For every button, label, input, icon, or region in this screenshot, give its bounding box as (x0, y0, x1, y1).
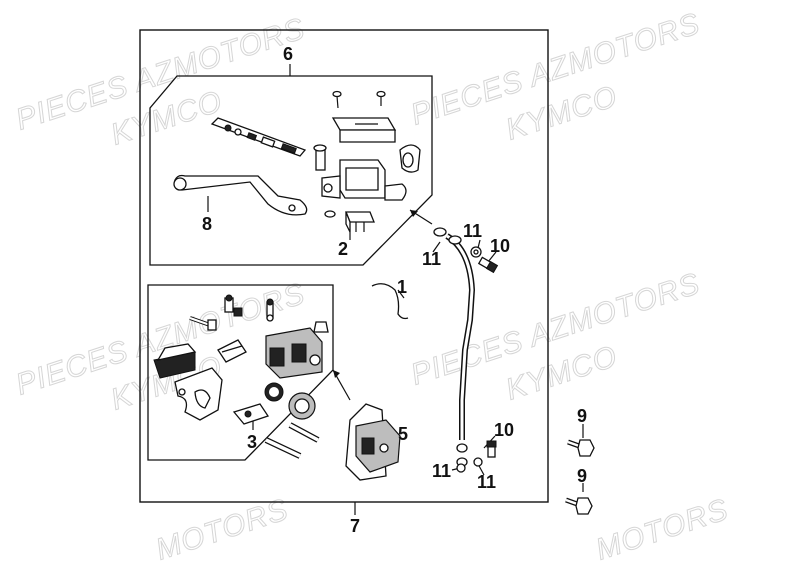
callout-number: 9 (577, 466, 587, 486)
pad-spring-icon (217, 339, 247, 363)
slide-pin-icon (288, 422, 320, 443)
main-frame (139, 29, 549, 503)
brake-lever-icon (173, 174, 308, 216)
callout-number: 9 (577, 406, 587, 426)
mounting-bolt-icon (567, 439, 595, 457)
brake-pad-icon (232, 403, 270, 425)
screw-icon (376, 90, 386, 106)
hose-clip-icon (371, 283, 409, 320)
clamp-icon (399, 144, 421, 173)
caliper-piston-icon (288, 392, 316, 420)
callout-number: 8 (202, 214, 212, 234)
brake-pad-icon (153, 343, 197, 379)
callout-number: 2 (338, 239, 348, 259)
master-cylinder-body-icon (321, 159, 407, 201)
bolt-icon (224, 294, 243, 317)
pivot-pin-icon (313, 144, 327, 171)
piston-seal-icon (264, 382, 284, 402)
banjo-fitting-icon (456, 443, 468, 467)
master-cylinder-box (149, 75, 433, 266)
master-cylinder-assembly (173, 90, 421, 233)
callout-number: 10 (490, 236, 510, 256)
callout-layer: 6 8 2 1 11 11 10 3 5 10 11 11 9 9 7 (202, 44, 587, 536)
bleeder-valve-icon (266, 298, 274, 322)
callout-number: 10 (494, 420, 514, 440)
brake-hose-assembly (433, 227, 499, 473)
screw-icon (332, 90, 342, 109)
piston-kit-icon (210, 117, 307, 157)
callout-number: 11 (432, 461, 451, 481)
callout-number: 1 (397, 277, 407, 297)
callout-number: 11 (463, 221, 482, 241)
washer-icon (456, 463, 466, 473)
watermark-text: MOTORS (592, 493, 733, 562)
callout-number: 11 (477, 472, 496, 492)
mounting-bolt-icon (565, 497, 593, 515)
caliper-assembly-icon (345, 403, 401, 481)
callout-number: 7 (350, 516, 360, 536)
watermark-text: MOTORS (152, 493, 293, 562)
banjo-bolt-icon (477, 256, 499, 274)
washer-icon (324, 210, 336, 218)
callout-number: 11 (422, 249, 441, 269)
bolt-icon (189, 316, 217, 331)
reservoir-cap-icon (331, 117, 397, 143)
brake-switch-icon (345, 211, 375, 233)
caliper-body-icon (265, 327, 323, 379)
arrow-head (410, 210, 418, 217)
caliper-components (153, 294, 329, 459)
caliper-box (147, 284, 334, 461)
caliper-bracket-icon (174, 367, 223, 421)
arrow-head (333, 370, 340, 378)
callout-number: 6 (283, 44, 293, 64)
banjo-bolt-icon (486, 440, 497, 458)
washer-icon (473, 457, 483, 467)
leader-lines (207, 64, 584, 515)
washer-icon (473, 249, 479, 255)
slide-pin-icon (264, 437, 302, 459)
banjo-fitting-icon (433, 227, 462, 245)
callout-number: 5 (398, 424, 408, 444)
callout-number: 3 (247, 432, 257, 452)
cap-icon (313, 321, 329, 333)
